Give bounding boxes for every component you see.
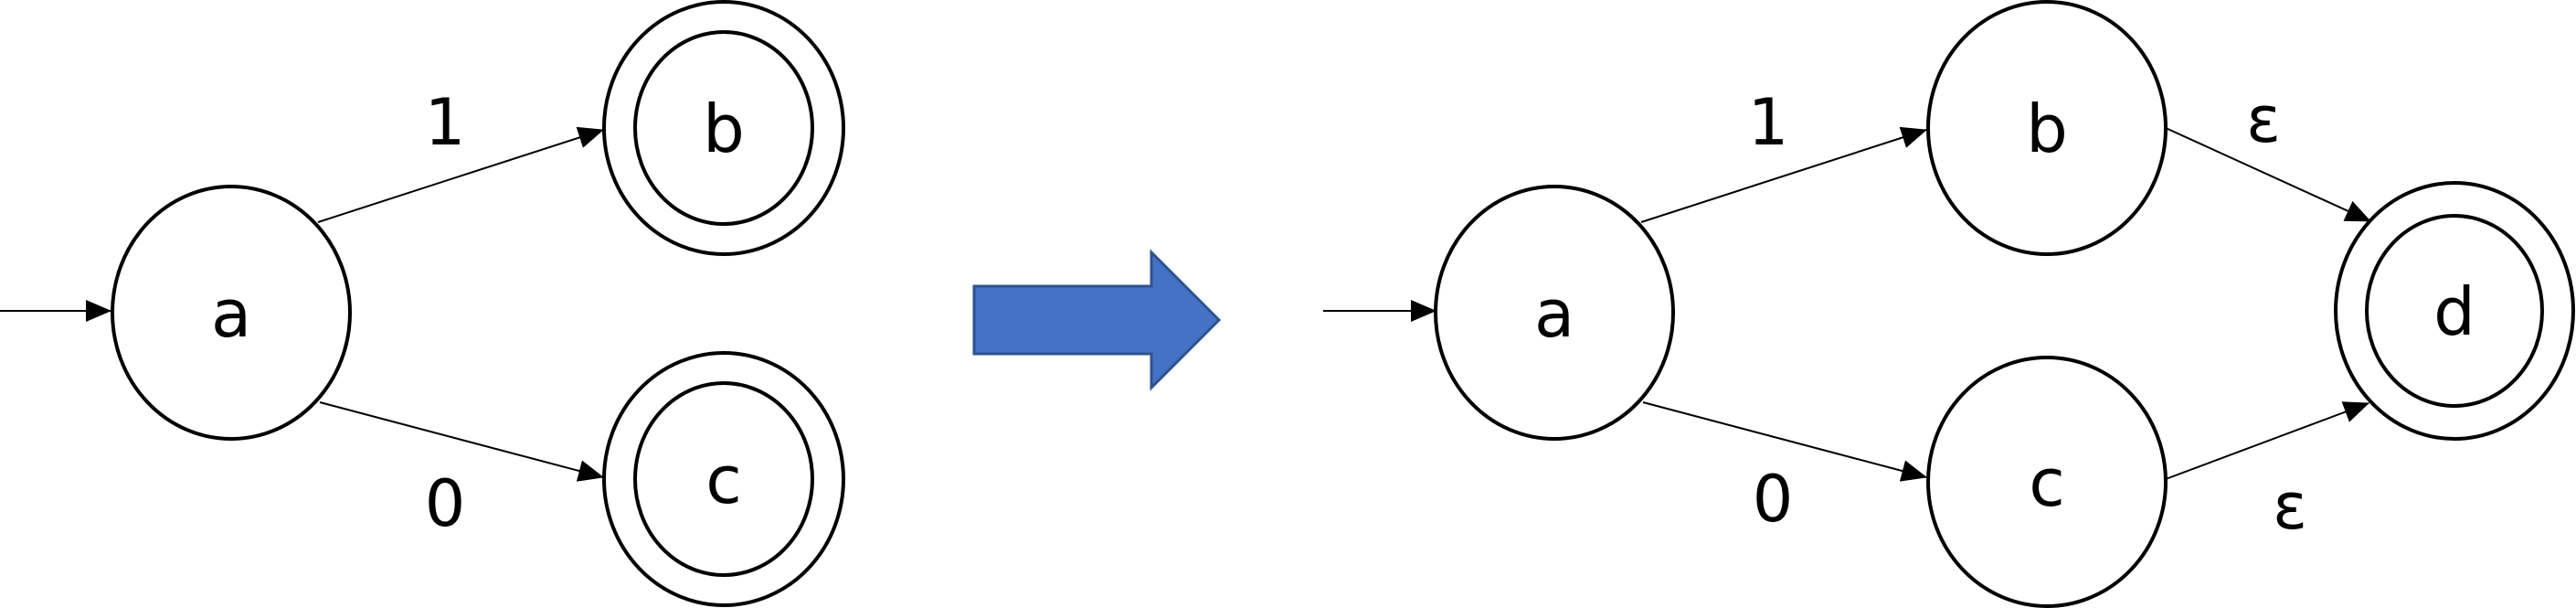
right-state-d-inner-circle — [2365, 214, 2544, 408]
right-state-b: b — [1926, 0, 2168, 256]
left-state-b-inner-circle — [633, 30, 814, 226]
right-state-b-label: b — [2026, 91, 2068, 167]
right-edge-a-b — [1640, 126, 1927, 223]
right-nfa: a b c d 1 0 ε ε — [1323, 0, 2575, 608]
right-state-c-label: c — [2029, 444, 2065, 521]
left-state-a: a — [111, 185, 352, 441]
left-edge-a-b — [317, 126, 604, 223]
transform-arrow-shape — [972, 249, 1222, 391]
right-state-b-circle — [1926, 0, 2168, 256]
right-edge-c-d-label: ε — [2273, 469, 2307, 544]
left-state-b: b — [602, 0, 845, 256]
right-edge-a-c — [1642, 401, 1927, 482]
right-edge-a-b-label: 1 — [1748, 85, 1789, 160]
left-state-c-label: c — [705, 442, 742, 518]
right-state-c-circle — [1926, 356, 2168, 608]
right-edge-b-d-label: ε — [2246, 82, 2281, 157]
right-state-a-label: a — [1534, 275, 1574, 352]
left-edge-a-b-label: 1 — [425, 85, 466, 160]
left-edge-a-c — [319, 401, 604, 482]
left-state-a-label: a — [211, 275, 251, 352]
right-state-d-label: d — [2433, 273, 2475, 350]
left-state-c: c — [602, 351, 845, 607]
left-state-b-label: b — [703, 91, 745, 167]
block-arrow-right-icon — [972, 249, 1222, 391]
left-state-c-inner-circle — [633, 381, 814, 577]
right-edge-b-d — [2165, 127, 2371, 222]
left-edge-a-c-label: 0 — [425, 466, 466, 541]
right-state-a: a — [1434, 185, 1675, 441]
left-nfa: a b c 1 0 — [0, 0, 845, 607]
right-edge-a-c-label: 0 — [1753, 462, 1794, 537]
right-edge-c-d — [2165, 401, 2369, 480]
right-state-a-circle — [1434, 185, 1675, 441]
left-state-a-circle — [111, 185, 352, 441]
right-state-c: c — [1926, 356, 2168, 608]
right-state-d: d — [2334, 181, 2575, 441]
